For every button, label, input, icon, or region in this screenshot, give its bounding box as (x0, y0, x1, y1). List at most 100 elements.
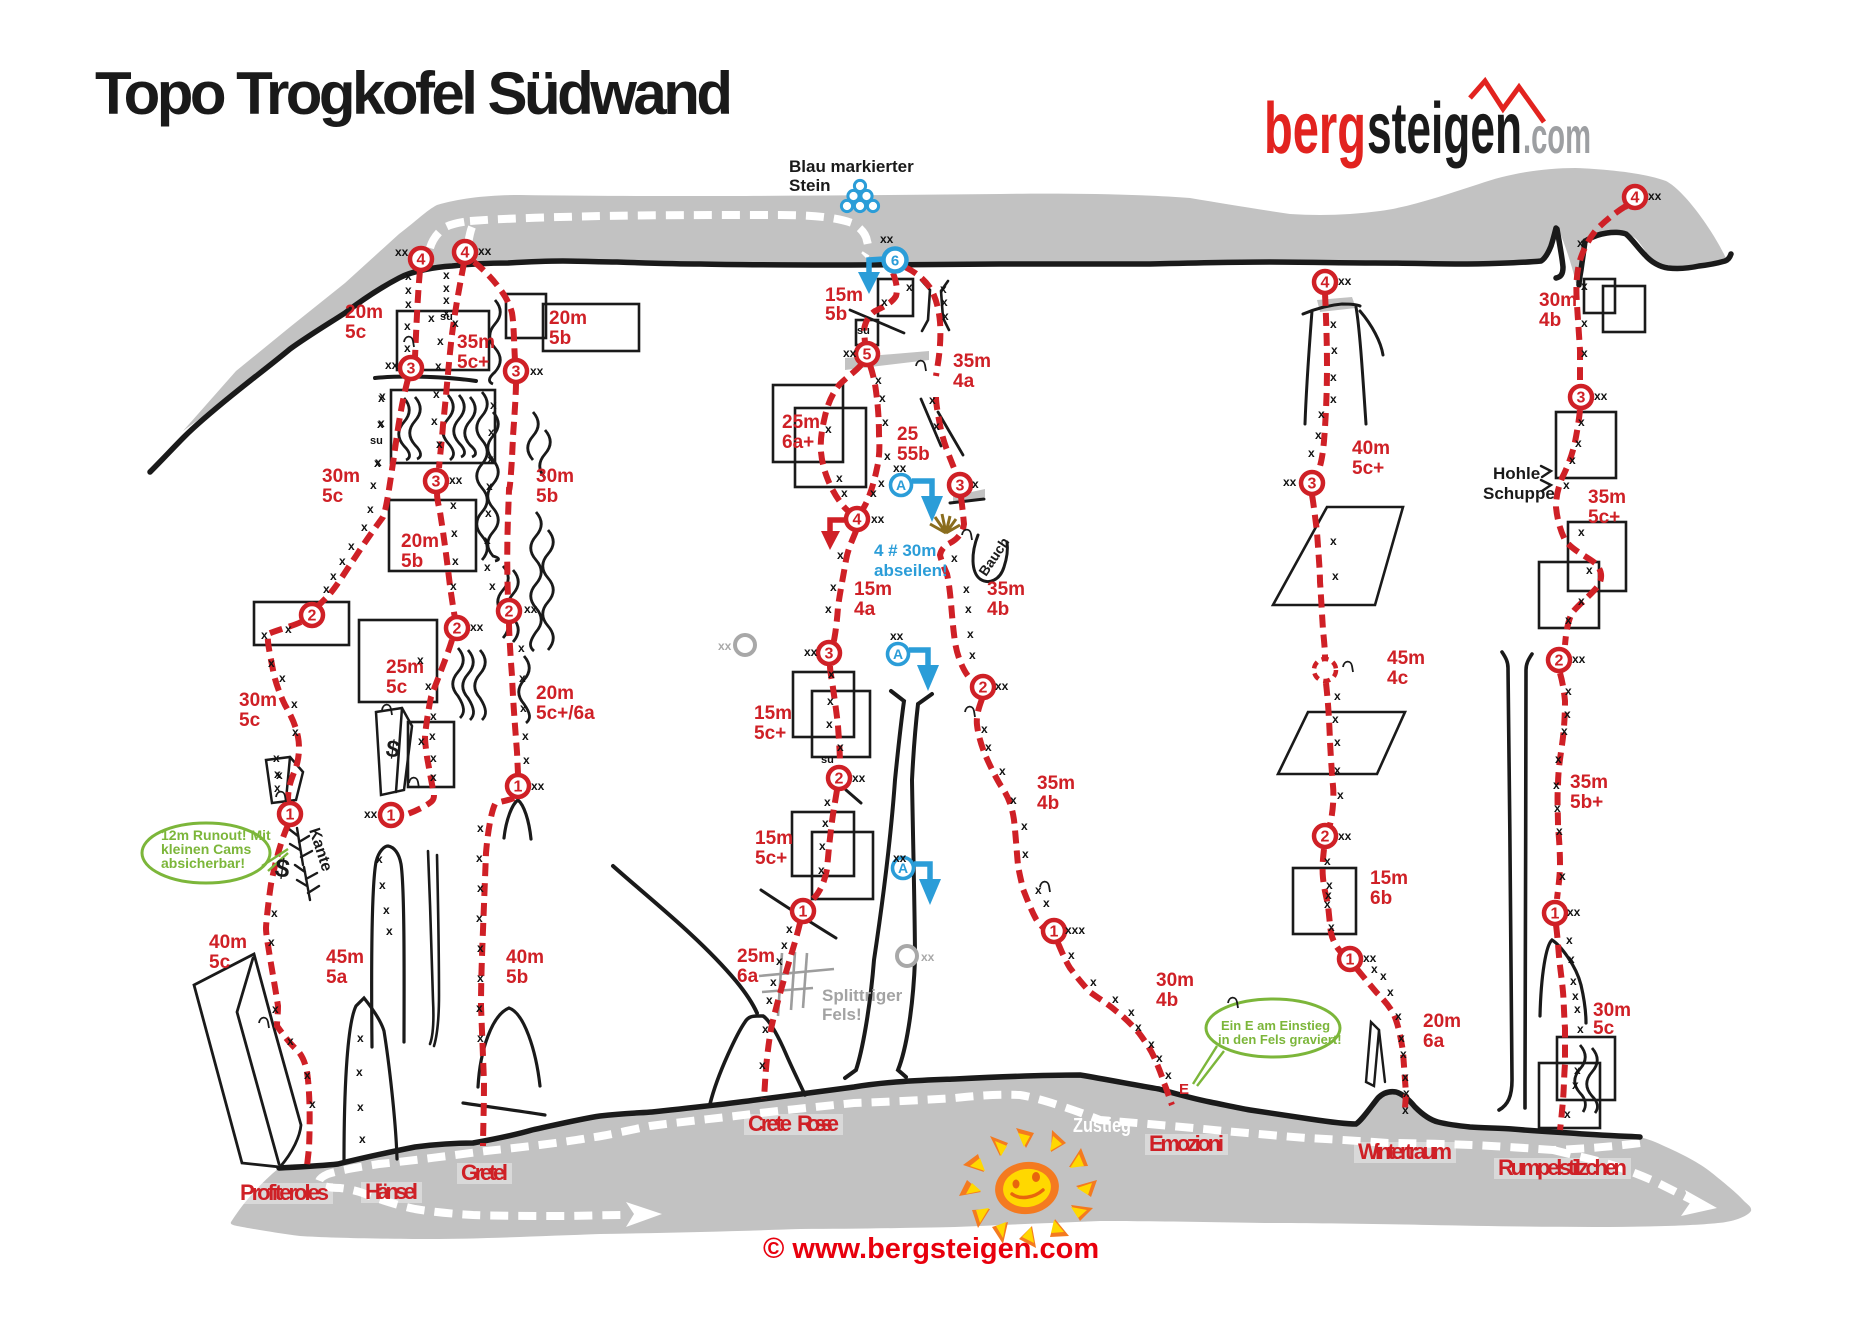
svg-text:xx: xx (1572, 652, 1586, 666)
svg-text:x: x (770, 975, 777, 989)
svg-text:x: x (884, 449, 891, 463)
svg-text:xx: xx (364, 807, 378, 821)
svg-text:absicherbar!: absicherbar! (161, 855, 245, 871)
svg-text:x: x (1318, 407, 1325, 421)
svg-text:xx: xx (385, 358, 399, 372)
svg-text:x: x (477, 1031, 484, 1045)
svg-text:x: x (271, 906, 278, 920)
svg-text:xx: xx (395, 245, 409, 259)
svg-text:x: x (1578, 525, 1585, 539)
svg-text:x: x (1563, 478, 1570, 492)
svg-text:x: x (443, 281, 450, 295)
svg-text:3: 3 (432, 474, 441, 491)
svg-text:4: 4 (1321, 275, 1330, 292)
svg-text:x: x (274, 781, 281, 795)
svg-text:x: x (1570, 974, 1577, 988)
svg-text:x: x (818, 863, 825, 877)
svg-text:x: x (1337, 788, 1344, 802)
svg-text:A: A (893, 646, 903, 662)
svg-text:x: x (330, 569, 337, 583)
svg-text:x: x (822, 816, 829, 830)
svg-text:xx: xx (470, 620, 484, 634)
svg-text:xx: xx (524, 602, 538, 616)
svg-text:x: x (1165, 1068, 1172, 1082)
svg-text:Topo Trogkofel Südwand: Topo Trogkofel Südwand (95, 60, 733, 127)
svg-text:15m: 15m (754, 703, 792, 724)
svg-text:1: 1 (1050, 924, 1059, 941)
svg-text:x: x (1332, 712, 1339, 726)
svg-text:x: x (879, 391, 886, 405)
svg-text:35m: 35m (1570, 772, 1608, 793)
svg-text:15m: 15m (1370, 868, 1408, 889)
svg-text:x: x (875, 373, 882, 387)
svg-text:Profiteroles: Profiteroles (240, 1180, 329, 1205)
svg-text:x: x (379, 878, 386, 892)
svg-text:x: x (827, 694, 834, 708)
svg-text:x: x (1387, 985, 1394, 999)
svg-text:2: 2 (1555, 653, 1564, 670)
svg-text:3: 3 (825, 646, 834, 663)
svg-text:1: 1 (1346, 952, 1355, 969)
svg-text:xx: xx (843, 346, 857, 360)
svg-text:x: x (1334, 763, 1341, 777)
svg-text:x: x (1564, 707, 1571, 721)
svg-text:x: x (519, 671, 526, 685)
svg-text:x: x (436, 437, 443, 451)
svg-text:x: x (828, 667, 835, 681)
svg-text:x: x (522, 729, 529, 743)
svg-text:x: x (261, 628, 268, 642)
svg-text:x: x (1578, 594, 1585, 608)
svg-text:5c+: 5c+ (754, 723, 786, 744)
svg-text:3: 3 (512, 364, 521, 381)
svg-text:x: x (825, 422, 832, 436)
svg-text:x: x (967, 627, 974, 641)
svg-text:x: x (1148, 1037, 1155, 1051)
svg-text:35m: 35m (987, 579, 1025, 600)
svg-text:25m: 25m (386, 657, 424, 678)
svg-text:3: 3 (407, 361, 416, 378)
svg-text:x: x (1315, 428, 1322, 442)
svg-text:2: 2 (979, 680, 988, 697)
svg-text:x: x (1010, 793, 1017, 807)
svg-text:6b: 6b (1370, 888, 1392, 909)
svg-text:55b: 55b (897, 444, 930, 465)
svg-text:x: x (1575, 436, 1582, 450)
svg-text:4: 4 (1631, 190, 1640, 207)
svg-text:x: x (477, 941, 484, 955)
svg-text:5c: 5c (209, 952, 231, 973)
svg-text:.com: .com (1523, 108, 1591, 164)
svg-text:4b: 4b (1539, 310, 1561, 331)
svg-text:x: x (356, 1065, 363, 1079)
svg-text:x: x (443, 268, 450, 282)
svg-text:20m: 20m (401, 531, 439, 552)
svg-text:30m: 30m (536, 466, 574, 487)
svg-text:x: x (1332, 569, 1339, 583)
svg-text:x: x (825, 602, 832, 616)
svg-text:35m: 35m (1037, 773, 1075, 794)
svg-text:3: 3 (1577, 390, 1586, 407)
svg-text:Rosse: Rosse (797, 1111, 839, 1136)
svg-text:x: x (1553, 778, 1560, 792)
svg-text:x: x (1334, 689, 1341, 703)
svg-text:x: x (437, 334, 444, 348)
svg-text:abseilen!: abseilen! (874, 561, 948, 580)
svg-text:x: x (1331, 343, 1338, 357)
svg-text:x: x (1561, 724, 1568, 738)
svg-text:4c: 4c (1387, 668, 1409, 689)
svg-text:45m: 45m (326, 947, 364, 968)
svg-text:30m: 30m (1539, 290, 1577, 311)
svg-text:5c: 5c (322, 486, 344, 507)
svg-text:30m: 30m (1593, 1000, 1631, 1021)
svg-text:x: x (1326, 878, 1333, 892)
svg-text:20m: 20m (536, 683, 574, 704)
svg-text:x: x (377, 417, 384, 431)
svg-text:xx: xx (530, 364, 544, 378)
svg-text:x: x (361, 520, 368, 534)
svg-text:su: su (821, 754, 834, 766)
svg-text:Schuppe: Schuppe (1483, 484, 1555, 503)
svg-text:x: x (274, 767, 281, 781)
svg-text:x: x (357, 1100, 364, 1114)
svg-text:x: x (906, 280, 913, 294)
svg-text:x: x (881, 295, 888, 309)
svg-text:x: x (1324, 854, 1331, 868)
